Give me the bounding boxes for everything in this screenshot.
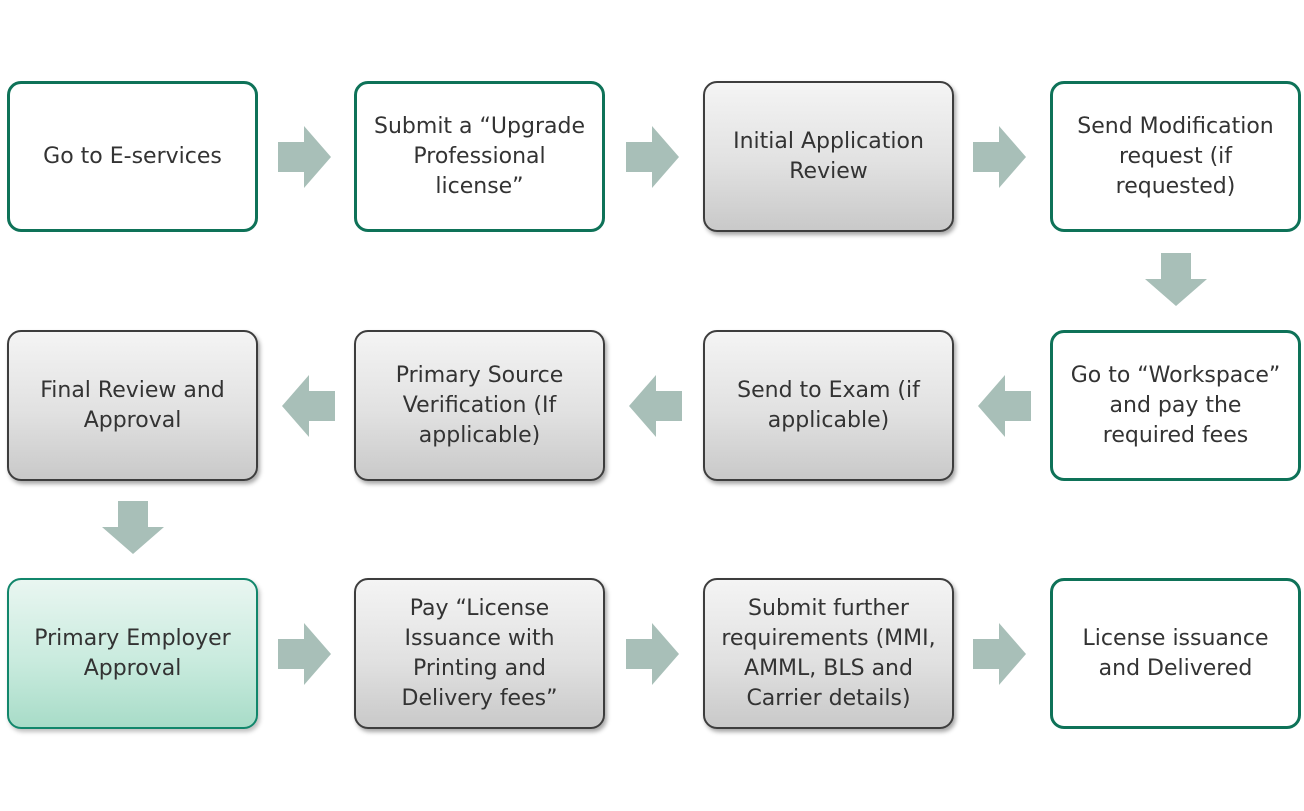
arrow-left-icon xyxy=(978,375,1031,437)
step-label: Submit further requirements (MMI, AMML, … xyxy=(721,595,936,711)
step-go-to-eservices: Go to E-services xyxy=(7,81,258,232)
step-send-modification-request: Send Modification request (if requested) xyxy=(1050,81,1301,232)
step-label: Initial Application Review xyxy=(733,128,924,184)
arrow-down-icon xyxy=(102,501,164,554)
step-submit-further-requirements: Submit further requirements (MMI, AMML, … xyxy=(703,578,954,729)
step-label: Send to Exam (if applicable) xyxy=(737,377,920,433)
step-primary-employer-approval: Primary Employer Approval xyxy=(7,578,258,729)
step-send-to-exam: Send to Exam (if applicable) xyxy=(703,330,954,481)
step-label: Primary Employer Approval xyxy=(34,625,231,681)
step-label: Submit a “Upgrade Professional license” xyxy=(374,113,585,199)
arrow-down-icon xyxy=(1145,253,1207,306)
step-label: Pay “License Issuance with Printing and … xyxy=(401,595,558,711)
step-license-issuance-delivered: License issuance and Delivered xyxy=(1050,578,1301,729)
step-initial-application-review: Initial Application Review xyxy=(703,81,954,232)
arrow-right-icon xyxy=(626,126,679,188)
arrow-right-icon xyxy=(278,623,331,685)
arrow-right-icon xyxy=(626,623,679,685)
step-label: Final Review and Approval xyxy=(40,377,225,433)
step-label: License issuance and Delivered xyxy=(1082,625,1269,681)
step-label: Go to E-services xyxy=(43,143,222,169)
step-workspace-pay-fees: Go to “Workspace” and pay the required f… xyxy=(1050,330,1301,481)
step-primary-source-verification: Primary Source Verification (If applicab… xyxy=(354,330,605,481)
arrow-right-icon xyxy=(278,126,331,188)
arrow-left-icon xyxy=(282,375,335,437)
arrow-left-icon xyxy=(629,375,682,437)
arrow-right-icon xyxy=(973,623,1026,685)
step-label: Send Modification request (if requested) xyxy=(1077,113,1274,199)
step-label: Primary Source Verification (If applicab… xyxy=(395,362,564,448)
step-final-review-approval: Final Review and Approval xyxy=(7,330,258,481)
step-pay-license-issuance-fees: Pay “License Issuance with Printing and … xyxy=(354,578,605,729)
arrow-right-icon xyxy=(973,126,1026,188)
step-submit-upgrade-license: Submit a “Upgrade Professional license” xyxy=(354,81,605,232)
step-label: Go to “Workspace” and pay the required f… xyxy=(1070,362,1281,448)
